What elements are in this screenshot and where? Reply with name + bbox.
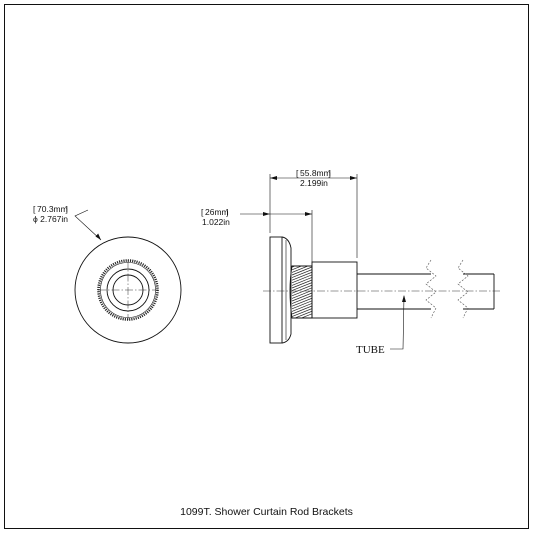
side-view: [ 55.8mm ] 2.199in [ 26mm ] 1.022in TUBE bbox=[201, 168, 500, 356]
side-knurl-outline bbox=[289, 265, 313, 319]
front-outer-circle bbox=[74, 236, 182, 344]
side-overall-imperial: 2.199in bbox=[300, 178, 328, 188]
knurl-line bbox=[291, 277, 312, 286]
knurl-line bbox=[292, 257, 312, 265]
front-dimension-bracket-right: ] bbox=[66, 204, 68, 214]
side-flange-metric: 26mm bbox=[205, 207, 229, 217]
knurl-line bbox=[291, 266, 312, 273]
knurl-line bbox=[292, 254, 312, 262]
drawing-title: 1099T. Shower Curtain Rod Brackets bbox=[180, 506, 353, 518]
front-dimension-bracket-left: [ bbox=[33, 204, 36, 214]
side-overall-bracket-left: [ bbox=[296, 168, 299, 178]
knurl-line bbox=[291, 292, 312, 302]
side-tube-leader-arrow bbox=[402, 295, 406, 302]
knurl-line bbox=[291, 300, 312, 310]
side-flange-bracket-left: [ bbox=[201, 207, 204, 217]
front-dimension-imperial: ϕ 2.767in bbox=[33, 214, 68, 224]
front-dimension-arrow bbox=[95, 233, 101, 240]
knurl-line bbox=[291, 287, 312, 297]
front-dimension-metric: 70.3mm bbox=[37, 204, 68, 214]
knurl-line bbox=[291, 308, 312, 317]
knurl-line bbox=[291, 269, 312, 278]
knurl-line bbox=[291, 282, 312, 291]
knurl-line bbox=[291, 279, 312, 289]
side-flange-imperial: 1.022in bbox=[202, 217, 230, 227]
side-tube-label: TUBE bbox=[356, 344, 385, 356]
knurl-line bbox=[291, 305, 312, 315]
side-knurl-hatching bbox=[291, 254, 312, 318]
side-overall-arrow-left bbox=[270, 176, 277, 180]
knurl-line bbox=[291, 310, 312, 318]
side-knurl-collar bbox=[289, 254, 313, 319]
side-overall-bracket-right: ] bbox=[329, 168, 331, 178]
side-overall-arrow-right bbox=[350, 176, 357, 180]
side-flange-arrow-right bbox=[305, 212, 312, 216]
knurl-line bbox=[291, 274, 312, 284]
knurl-line bbox=[291, 266, 312, 276]
side-tube-break-left bbox=[425, 259, 437, 319]
side-overall-metric: 55.8mm bbox=[300, 168, 331, 178]
side-flange-arrow-left bbox=[263, 212, 270, 216]
knurl-line bbox=[291, 290, 312, 299]
knurl-line bbox=[291, 313, 312, 318]
front-view: [ 70.3mm ] ϕ 2.767in bbox=[33, 204, 182, 344]
side-flange-bracket-right: ] bbox=[226, 207, 228, 217]
knurl-line bbox=[291, 297, 312, 307]
knurl-line bbox=[291, 284, 312, 294]
knurl-line bbox=[291, 271, 312, 281]
front-dimension-leader bbox=[74, 209, 102, 241]
side-hub-body bbox=[311, 261, 358, 319]
side-tube-leader bbox=[390, 295, 405, 350]
knurl-line bbox=[291, 295, 312, 304]
knurl-line bbox=[291, 303, 312, 312]
side-flange-plate bbox=[269, 236, 283, 344]
side-tube-break-right bbox=[457, 259, 469, 319]
knurl-line bbox=[291, 266, 312, 271]
sheet-border bbox=[4, 4, 529, 529]
